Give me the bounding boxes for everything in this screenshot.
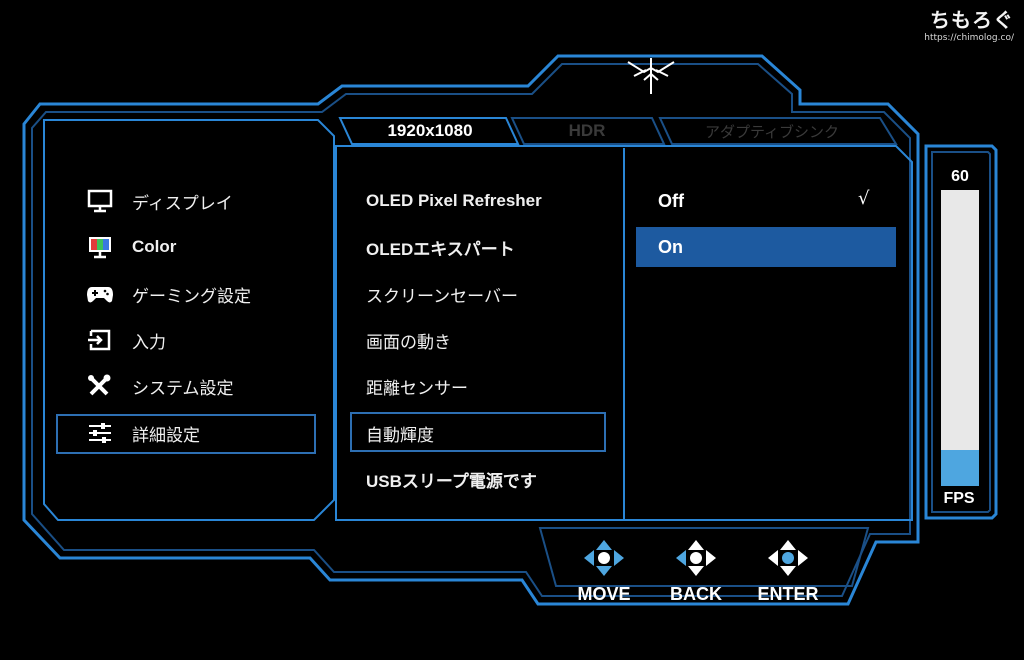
- submenu-item-usb-sleep-power[interactable]: USBスリープ電源です: [366, 471, 537, 491]
- gamepad-icon: [86, 281, 114, 307]
- menu-item-color[interactable]: Color: [86, 232, 176, 262]
- menu-item-label: システム設定: [132, 378, 234, 398]
- nav-back-label: BACK: [670, 584, 722, 604]
- fps-value: 60: [951, 168, 969, 185]
- checkmark-icon: √: [858, 188, 870, 209]
- menu-item-label: 詳細設定: [132, 425, 200, 445]
- nav-enter: ENTER: [748, 538, 828, 605]
- tab-resolution[interactable]: 1920x1080: [387, 121, 473, 140]
- sliders-icon: [86, 420, 114, 446]
- monitor-icon: [86, 188, 114, 214]
- dpad-enter-icon: [768, 540, 808, 576]
- tab-hdr[interactable]: HDR: [568, 121, 606, 140]
- selected-submenu-frame: [350, 412, 606, 452]
- nav-enter-label: ENTER: [757, 584, 819, 604]
- watermark: ちもろぐ https://chimolog.co/: [924, 4, 1014, 43]
- menu-item-input[interactable]: 入力: [86, 325, 166, 355]
- menu-item-advanced[interactable]: 詳細設定: [86, 418, 200, 448]
- tab-adaptive-sync[interactable]: アダプティブシンク: [704, 123, 840, 141]
- menu-item-label: ディスプレイ: [132, 193, 233, 213]
- fps-meter-fill: [941, 450, 979, 486]
- nav-move-label: MOVE: [577, 584, 631, 604]
- menu-item-gaming[interactable]: ゲーミング設定: [86, 279, 251, 309]
- input-icon: [86, 327, 114, 353]
- color-monitor-icon: [86, 234, 114, 260]
- submenu-item-distance-sensor[interactable]: 距離センサー: [366, 378, 468, 398]
- nav-move: MOVE: [564, 538, 644, 605]
- menu-item-label: ゲーミング設定: [132, 286, 251, 306]
- tools-icon: [86, 373, 114, 399]
- submenu-item-oled-expert[interactable]: OLEDエキスパート: [366, 239, 515, 259]
- dpad-move-icon: [584, 540, 624, 576]
- brand-logo-icon: [627, 58, 675, 94]
- nav-back: BACK: [656, 538, 736, 605]
- menu-item-label: Color: [132, 237, 177, 256]
- menu-item-label: 入力: [132, 332, 166, 352]
- submenu-item-oled-pixel-refresher[interactable]: OLED Pixel Refresher: [366, 191, 542, 210]
- menu-item-display[interactable]: ディスプレイ: [86, 186, 233, 216]
- fps-label: FPS: [943, 490, 975, 507]
- menu-item-system[interactable]: システム設定: [86, 371, 234, 401]
- submenu-item-screensaver[interactable]: スクリーンセーバー: [366, 286, 518, 306]
- option-on[interactable]: On: [636, 227, 896, 267]
- dpad-back-icon: [676, 540, 716, 576]
- watermark-text: ちもろぐ: [930, 8, 1014, 32]
- selected-menu-frame: [56, 414, 316, 454]
- submenu-item-auto-brightness[interactable]: 自動輝度: [366, 425, 434, 445]
- option-off[interactable]: Off: [658, 190, 684, 211]
- fps-meter: [941, 190, 979, 486]
- submenu-item-screen-motion[interactable]: 画面の動き: [366, 332, 451, 352]
- watermark-url: https://chimolog.co/: [924, 33, 1014, 43]
